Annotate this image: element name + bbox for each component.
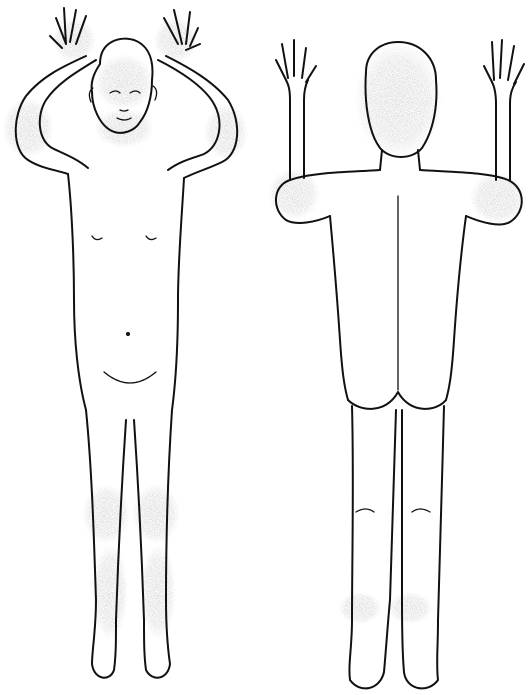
diagram-canvas <box>0 0 531 695</box>
body-distribution-diagram <box>0 0 531 695</box>
lesion-patches <box>0 0 531 695</box>
